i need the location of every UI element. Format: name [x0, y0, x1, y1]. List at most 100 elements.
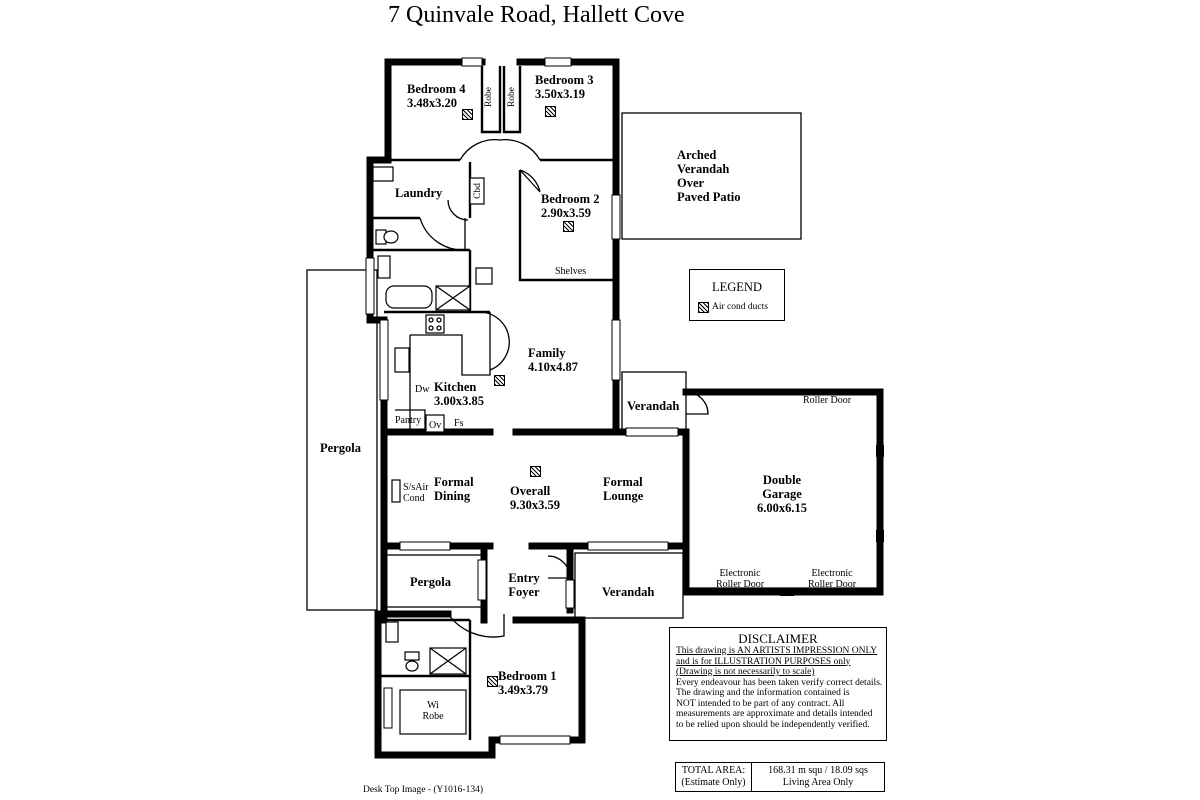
- roller-door-label: Roller Door: [803, 395, 852, 406]
- air-duct-icon: [494, 375, 505, 386]
- window: [399, 541, 451, 551]
- wi-robe-box: [399, 689, 467, 735]
- legend-title: LEGEND: [712, 280, 762, 294]
- door-arc-garage: [685, 391, 709, 415]
- disclaimer-line: and is for ILLUSTRATION PURPOSES only: [676, 656, 851, 667]
- window: [379, 319, 389, 401]
- sink: [394, 347, 410, 373]
- burner: [428, 317, 434, 323]
- split-air-unit: [391, 479, 401, 503]
- disclaimer-line: Every endeavour has been taken verify co…: [676, 677, 883, 688]
- door-arc-entry: [547, 555, 571, 579]
- window: [611, 319, 621, 381]
- air-duct-icon: [462, 109, 473, 120]
- door-arc-bed4: [459, 139, 501, 161]
- bathtub: [385, 285, 433, 309]
- door-arc-bed1: [447, 613, 505, 638]
- disclaimer-line: measurements are approximate and details…: [676, 709, 873, 719]
- air-duct-icon: [563, 221, 574, 232]
- wall-bed1: [374, 610, 586, 759]
- air-duct-icon: [545, 106, 556, 117]
- cbd-cupboard: [469, 177, 485, 205]
- disclaimer-title: DISCLAIMER: [738, 631, 818, 646]
- garage-pier: [876, 445, 884, 457]
- ensuite-shower-cross: [429, 647, 467, 675]
- ensuite-toilet-cistern: [404, 651, 420, 661]
- door-arc-bed2: [519, 169, 541, 193]
- wall-bed2: [518, 170, 616, 282]
- legend: LEGEND Air cond ducts: [689, 269, 785, 321]
- disclaimer-line: (Drawing is not necessarily to scale): [676, 667, 815, 677]
- shelves-label: Shelves: [555, 266, 587, 277]
- oven-label: Ov: [429, 420, 442, 431]
- window: [625, 427, 679, 437]
- total-area-box: TOTAL AREA:(Estimate Only) 168.31 m squ …: [675, 762, 885, 792]
- disclaimer-line: NOT intended to be part of any contract.…: [676, 698, 845, 709]
- pergola-small-label: Pergola: [410, 575, 451, 589]
- robes-partition: [480, 66, 522, 134]
- wall-bed4-west: [366, 58, 392, 254]
- air-duct-icon: [487, 676, 498, 687]
- burner: [436, 317, 442, 323]
- window: [477, 559, 487, 601]
- oven: [425, 414, 445, 433]
- window: [499, 735, 571, 745]
- chimney: [475, 267, 493, 285]
- plan-title: 7 Quinvale Road, Hallett Cove: [388, 2, 685, 28]
- garage-pier: [876, 530, 884, 542]
- robe-right-label: Robe: [507, 86, 518, 108]
- footer-reference: Desk Top Image - (Y1016-134): [363, 785, 483, 795]
- pergola-left-label: Pergola: [320, 441, 361, 455]
- window: [587, 541, 669, 551]
- wall-ensuite: [378, 618, 472, 740]
- verandah-front-label: Verandah: [602, 585, 655, 599]
- total-area-label: TOTAL AREA:(Estimate Only): [676, 763, 752, 791]
- laundry-label: Laundry: [395, 186, 443, 200]
- cooktop: [425, 314, 445, 334]
- pantry-partition: [395, 409, 426, 432]
- dishwasher-label: Dw: [415, 384, 430, 395]
- air-duct-icon: [698, 302, 709, 313]
- door-arc-cbd: [447, 199, 469, 221]
- vanity: [377, 255, 391, 279]
- disclaimer-box: DISCLAIMER This drawing is AN ARTISTS IM…: [669, 627, 887, 741]
- legend-item: Air cond ducts: [712, 302, 768, 312]
- window: [565, 579, 575, 609]
- robe-left-label: Robe: [484, 86, 495, 108]
- arched-verandah-outline: [621, 112, 802, 240]
- ensuite-vanity: [385, 621, 399, 643]
- pergola-left-outline: [306, 269, 378, 611]
- disclaimer-line: This drawing is AN ARTISTS IMPRESSION ON…: [676, 646, 878, 656]
- window: [365, 257, 375, 315]
- window: [461, 57, 483, 67]
- burner: [428, 325, 434, 331]
- door-arc-laundry: [419, 217, 466, 251]
- air-duct-icon: [530, 466, 541, 477]
- disclaimer-line: The drawing and the information containe…: [676, 688, 850, 698]
- cbd-label: Cbd: [472, 183, 483, 199]
- burner: [436, 325, 442, 331]
- laundry-trough: [372, 166, 394, 182]
- garage-pier: [780, 588, 794, 596]
- kitchen-bench: [409, 311, 510, 432]
- window: [611, 194, 621, 240]
- toilet-bowl: [383, 230, 399, 244]
- pantry-label: Pantry: [395, 415, 422, 426]
- verandah-small-label: Verandah: [627, 399, 680, 413]
